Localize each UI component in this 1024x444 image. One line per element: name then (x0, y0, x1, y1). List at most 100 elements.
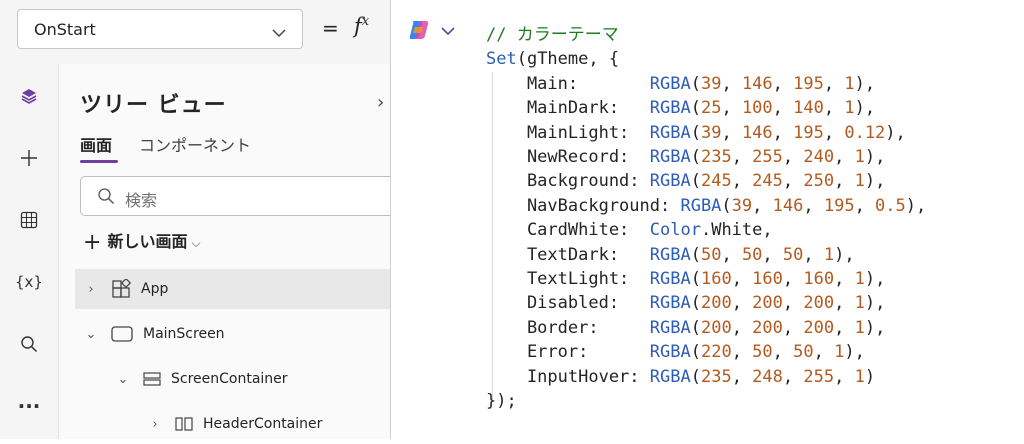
code-text: , (782, 366, 804, 387)
code-key: NewRecord: (486, 147, 650, 168)
code-text: , (834, 269, 855, 290)
code-block[interactable]: // カラーテーマ Set(gTheme, { Main: RGBA(39, 1… (486, 23, 926, 414)
code-text: , (772, 342, 794, 363)
layers-icon[interactable] (0, 76, 58, 116)
code-text: , (834, 293, 855, 314)
code-comment: // カラーテーマ (486, 25, 619, 45)
code-number: 195 (823, 195, 855, 216)
code-text: ( (690, 171, 701, 192)
variables-icon[interactable]: {x} (15, 273, 43, 291)
code-number: 200 (803, 293, 835, 314)
code-number: 39 (700, 73, 722, 94)
code-text: ), (864, 147, 886, 168)
tree-node-app[interactable]: › App (75, 269, 390, 309)
code-text: ) (864, 366, 876, 387)
code-text: ( (690, 269, 701, 290)
code-function: Set (486, 49, 517, 70)
code-function: RGBA (649, 73, 691, 94)
tree-view-panel: ツリー ビュー › 画面 コンポーネント 検索 +新しい画面⌵ › App (59, 64, 400, 439)
code-number: 1 (854, 269, 865, 290)
code-text: , (721, 98, 742, 119)
code-number: 235 (700, 366, 732, 387)
code-function: RGBA (649, 342, 691, 363)
code-text: , (823, 98, 845, 119)
code-number: 195 (793, 122, 824, 143)
chevron-right-icon: › (88, 281, 94, 297)
more-icon[interactable]: ··· (17, 394, 41, 418)
code-key: MainLight: (486, 122, 650, 143)
code-text: , (721, 73, 742, 94)
code-number: 50 (700, 244, 722, 265)
code-number: 200 (752, 293, 783, 314)
tree-node-headercontainer[interactable]: › HeaderContainer (139, 404, 390, 444)
code-text: ( (721, 195, 732, 216)
tab-screens[interactable]: 画面 (80, 136, 113, 155)
code-number: 1 (854, 366, 865, 387)
tree-node-mainscreen[interactable]: ⌄ MainScreen (75, 314, 390, 354)
property-dropdown[interactable]: OnStart (17, 9, 303, 49)
code-text: , (731, 171, 753, 192)
code-number: 200 (752, 317, 783, 338)
code-number: 200 (700, 293, 732, 314)
chevron-down-icon (441, 25, 455, 40)
code-number: 39 (731, 195, 753, 216)
code-number: 50 (793, 342, 814, 363)
code-text: ( (690, 317, 701, 338)
tree-node-label: HeaderContainer (203, 416, 323, 432)
code-line: NavBackground: RGBA(39, 146, 195, 0.5), (486, 196, 926, 216)
code-text: , (782, 171, 804, 192)
code-number: 50 (752, 342, 773, 363)
code-text: ( (690, 73, 701, 94)
search-placeholder: 検索 (125, 191, 158, 210)
code-key: CardWhite: (486, 220, 650, 241)
code-number: 0.5 (875, 195, 906, 216)
fx-superscript: x (361, 14, 370, 29)
equals-sign: = (322, 16, 339, 40)
tree-node-label: ScreenContainer (171, 371, 288, 387)
code-text: ), (905, 195, 927, 216)
code-number: 50 (741, 244, 763, 265)
code-number: 146 (741, 73, 773, 94)
code-number: 245 (752, 171, 783, 192)
code-text: ( (690, 244, 701, 265)
code-number: 146 (772, 195, 804, 216)
tree-node-label: App (141, 281, 169, 297)
code-text: , (834, 366, 855, 387)
copilot-button[interactable] (407, 18, 455, 46)
plus-icon[interactable] (0, 138, 58, 178)
code-function: RGBA (649, 244, 691, 265)
code-line: Main: RGBA(39, 146, 195, 1), (486, 74, 875, 94)
code-text: , (834, 171, 855, 192)
code-number: 39 (700, 122, 722, 143)
code-text: . (700, 220, 712, 241)
new-screen-button[interactable]: +新しい画面⌵ (83, 228, 201, 255)
indent-guide (492, 72, 493, 402)
screen-icon (111, 326, 133, 342)
code-text: , (721, 244, 742, 265)
chevron-right-icon: › (152, 416, 158, 432)
code-line: TextDark: RGBA(50, 50, 50, 1), (486, 245, 855, 265)
code-function: RGBA (649, 171, 691, 192)
tab-components[interactable]: コンポーネント (139, 136, 252, 155)
search-icon[interactable] (0, 324, 58, 364)
tree-node-screencontainer[interactable]: ⌄ ScreenContainer (107, 359, 390, 399)
code-text: , (813, 342, 835, 363)
table-icon[interactable] (0, 200, 58, 240)
code-text: ), (834, 244, 855, 265)
collapse-panel-icon[interactable]: › (377, 92, 385, 113)
code-text: , (803, 195, 824, 216)
app-icon (111, 279, 131, 299)
code-line: CardWhite: Color.White, (486, 220, 773, 240)
code-number: 50 (782, 244, 804, 265)
code-key: NavBackground: (486, 195, 681, 216)
search-input[interactable]: 検索 (80, 176, 400, 216)
formula-editor[interactable]: // カラーテーマ Set(gTheme, { Main: RGBA(39, 1… (390, 0, 1024, 439)
code-text: , (782, 147, 804, 168)
code-number: 245 (700, 171, 732, 192)
code-number: 200 (803, 317, 835, 338)
code-number: 140 (793, 98, 824, 119)
code-function: RGBA (649, 147, 691, 168)
code-number: 1 (854, 317, 865, 338)
active-tab-indicator (80, 160, 118, 163)
fx-icon[interactable]: fx (354, 14, 369, 38)
